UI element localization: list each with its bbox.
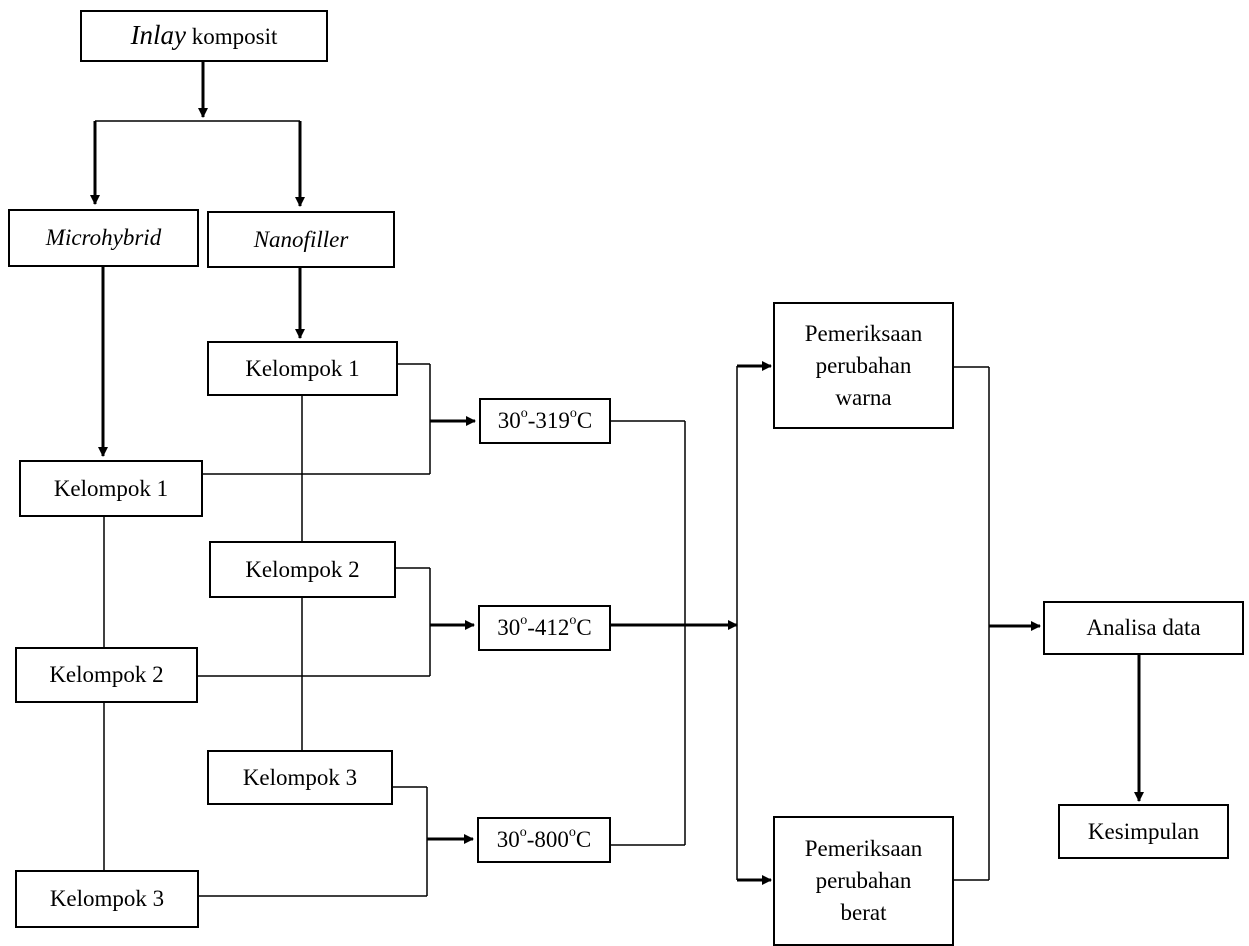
temp-800-deg1: o [519, 825, 527, 841]
nano-group-1-label: Kelompok 1 [245, 355, 360, 381]
temp-319-end: 319 [535, 408, 570, 433]
temp-800-unit: C [575, 827, 592, 852]
micro-group-3-box: Kelompok 3 [15, 870, 199, 928]
micro-group-3-label: Kelompok 3 [49, 886, 165, 911]
color-test-line-1: Pemeriksaan [804, 320, 923, 346]
temp-800-deg2: o [568, 825, 576, 841]
temp-412-deg2: o [569, 613, 577, 629]
temp-800-box: 30o-800oC [477, 817, 611, 863]
nanofiller-label: Nanofiller [253, 226, 349, 252]
nano-group-3-label: Kelompok 3 [242, 764, 358, 790]
micro-group-1-box: Kelompok 1 [19, 460, 203, 517]
nano-group-1-box: Kelompok 1 [207, 341, 398, 396]
temp-800-start: 30 [496, 827, 520, 852]
micro-group-1-label: Kelompok 1 [53, 475, 169, 501]
temp-412-deg1: o [520, 613, 528, 629]
micro-group-2-label: Kelompok 2 [49, 662, 164, 687]
microhybrid-box: Microhybrid [8, 209, 199, 267]
microhybrid-label: Microhybrid [45, 225, 162, 250]
analysis-box: Analisa data [1043, 601, 1244, 655]
temp-319-start: 30 [497, 408, 521, 433]
weight-test-box: Pemeriksaan perubahan berat [773, 816, 954, 946]
temp-319-deg1: o [520, 406, 528, 422]
nano-group-3-box: Kelompok 3 [207, 750, 393, 805]
weight-test-line-1: Pemeriksaan [804, 836, 923, 861]
temp-800-end: 800 [534, 827, 569, 852]
micro-group-2-box: Kelompok 2 [15, 647, 198, 703]
inlay-label: Inlay [130, 20, 187, 50]
temp-412-box: 30o-412oC [478, 605, 611, 651]
temp-319-box: 30o-319oC [479, 398, 611, 444]
nano-group-2-box: Kelompok 2 [209, 541, 396, 598]
conclusion-box: Kesimpulan [1058, 804, 1229, 859]
analysis-label: Analisa data [1086, 615, 1201, 640]
weight-test-line-3: berat [840, 900, 887, 925]
temp-319-unit: C [576, 408, 593, 433]
temp-412-unit: C [576, 615, 592, 640]
nanofiller-box: Nanofiller [207, 211, 395, 268]
color-test-box: Pemeriksaan perubahan warna [773, 302, 954, 429]
nano-group-2-label: Kelompok 2 [245, 556, 360, 582]
conclusion-label: Kesimpulan [1087, 818, 1200, 844]
weight-test-line-2: perubahan [815, 868, 912, 893]
color-test-line-3: warna [835, 384, 892, 410]
temp-412-start: 30 [497, 615, 521, 640]
inlay-komposit-box: Inlay komposit [80, 10, 328, 62]
komposit-label: komposit [191, 24, 278, 49]
color-test-line-2: perubahan [815, 352, 912, 378]
temp-412-end: 412 [534, 615, 570, 640]
temp-319-deg2: o [569, 406, 577, 422]
